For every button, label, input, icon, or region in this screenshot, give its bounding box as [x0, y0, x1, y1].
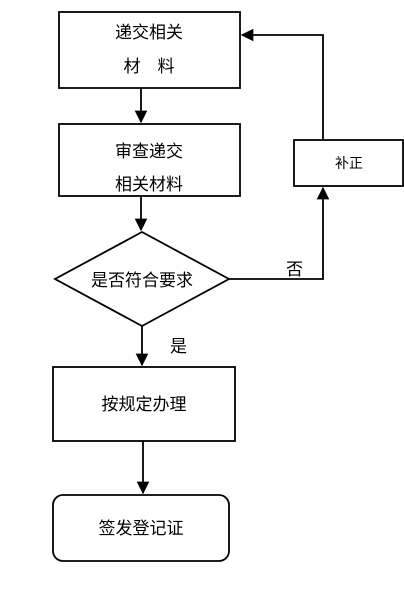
certificate-box	[52, 494, 230, 562]
correction-node: 补正	[293, 139, 404, 187]
arrow-correction-to-submit	[240, 28, 324, 140]
submit-materials-box	[58, 11, 241, 89]
edge-label-no: 否	[286, 260, 303, 280]
review-materials-label-line1: 审查递交	[115, 142, 183, 162]
arrow-decision-no-to-correction	[229, 186, 330, 280]
correction-box	[293, 139, 404, 187]
review-materials-node: 审查递交 相关材料	[58, 123, 241, 197]
decision-node: 是否符合要求	[53, 230, 231, 328]
submit-materials-node: 递交相关 材 料	[58, 11, 241, 89]
process-node: 按规定办理	[52, 366, 236, 442]
submit-materials-label-line1: 递交相关	[115, 23, 183, 43]
process-label: 按规定办理	[102, 395, 187, 415]
process-box	[52, 366, 236, 442]
review-materials-box	[58, 123, 241, 197]
certificate-node: 签发登记证	[52, 494, 230, 562]
correction-label: 补正	[335, 156, 363, 172]
review-materials-label-line2: 相关材料	[115, 175, 183, 195]
certificate-label: 签发登记证	[99, 519, 184, 539]
submit-materials-label-line2: 材 料	[124, 57, 175, 77]
edge-label-yes: 是	[170, 337, 187, 357]
decision-label: 是否符合要求	[91, 271, 193, 291]
